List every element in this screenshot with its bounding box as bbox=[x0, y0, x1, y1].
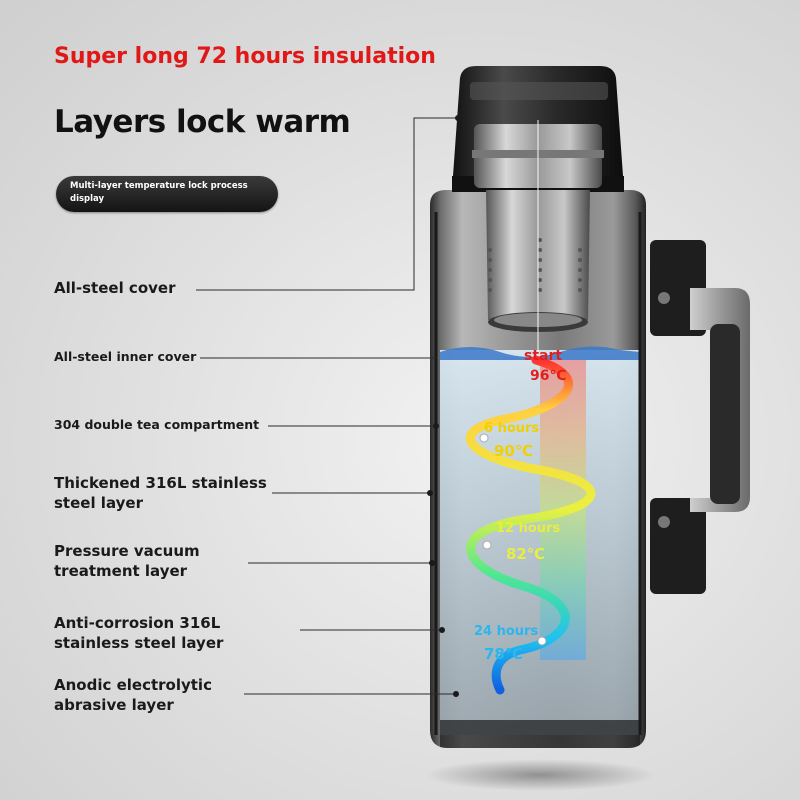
process-badge-text: Multi-layer temperature lock process dis… bbox=[70, 181, 248, 204]
twelve-hours-label: 12 hours bbox=[496, 521, 560, 536]
twelve-hours-temp: 82℃ bbox=[506, 545, 545, 563]
start-label: start bbox=[524, 348, 562, 364]
marker-24h bbox=[537, 636, 547, 646]
headline: Super long 72 hours insulation bbox=[54, 44, 436, 69]
six-hours-temp: 90℃ bbox=[494, 442, 533, 460]
marker-12h bbox=[482, 540, 492, 550]
marker-6h bbox=[479, 433, 489, 443]
start-temp: 96℃ bbox=[530, 368, 566, 384]
layer-label-316l-layer: Thickened 316L stainless steel layer bbox=[54, 474, 267, 512]
layer-label-tea-compartment: 304 double tea compartment bbox=[54, 417, 260, 432]
layer-label-steel-cover: All-steel cover bbox=[54, 279, 176, 297]
temperature-spiral bbox=[465, 355, 596, 695]
layer-label-anti-corrosion-layer: Anti-corrosion 316L stainless steel laye… bbox=[54, 614, 224, 652]
page-title: Layers lock warm bbox=[54, 104, 351, 140]
six-hours-label: 6 hours bbox=[484, 421, 539, 436]
leader-lines bbox=[196, 117, 458, 695]
layer-label-vacuum-layer: Pressure vacuum treatment layer bbox=[54, 542, 200, 580]
twenty-four-hours-temp: 78℃ bbox=[484, 645, 523, 663]
process-badge: Multi-layer temperature lock process dis… bbox=[56, 176, 278, 212]
layer-label-inner-cover: All-steel inner cover bbox=[54, 349, 197, 364]
handle-icon bbox=[650, 240, 750, 594]
tea-infuser-icon bbox=[472, 120, 604, 360]
layer-label-anodic-layer: Anodic electrolytic abrasive layer bbox=[54, 676, 212, 714]
twenty-four-hours-label: 24 hours bbox=[474, 624, 538, 639]
